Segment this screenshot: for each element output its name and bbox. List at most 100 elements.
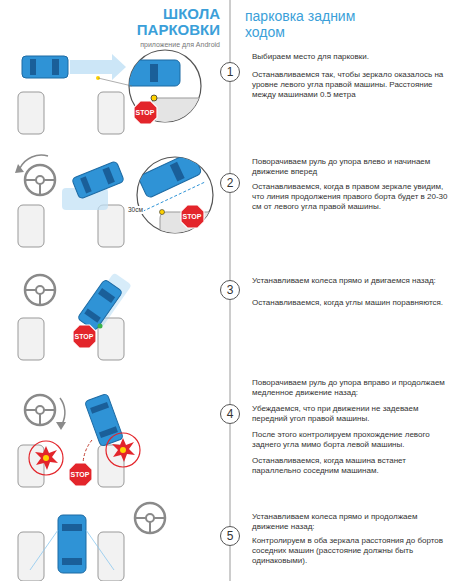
timeline — [230, 546, 231, 581]
rect-shape — [85, 393, 124, 446]
rect-shape — [18, 532, 44, 581]
rect-shape — [52, 59, 59, 75]
circle-shape — [106, 433, 140, 467]
rect-shape — [18, 92, 44, 134]
step-text: После этого контролируем прохождение лев… — [252, 430, 452, 450]
rect-shape — [102, 167, 114, 184]
step-number-circle: 3 — [220, 280, 240, 300]
polygon-shape — [112, 438, 135, 462]
step-text: Устанавливаем колеса прямо и продолжаем … — [252, 512, 452, 532]
step3-scene — [18, 272, 132, 360]
step1-scene — [18, 50, 212, 148]
use-shape — [25, 395, 55, 425]
stop-sign: STOP — [133, 100, 158, 125]
path-shape — [60, 398, 65, 424]
g-shape — [120, 151, 220, 262]
stop-sign: STOP — [72, 324, 97, 349]
step-number: 5 — [227, 529, 234, 543]
rect-shape — [62, 524, 82, 531]
circle-shape — [98, 324, 103, 329]
step-number: 4 — [227, 407, 234, 421]
rect-shape — [18, 205, 44, 247]
g-shape — [72, 161, 125, 199]
title: ШКОЛА ПАРКОВКИ — [115, 6, 220, 38]
rect-shape — [80, 176, 92, 193]
step-text: Останавливаемся, когда в правом зеркале … — [252, 182, 452, 212]
stop-text: STOP — [183, 213, 202, 220]
polygon-shape — [15, 164, 24, 173]
circle-shape — [120, 447, 126, 453]
circle-shape — [29, 441, 63, 475]
step5-scene — [18, 503, 165, 581]
circle-shape — [43, 455, 49, 461]
timeline-connector — [230, 300, 231, 404]
rect-shape — [90, 402, 109, 414]
step-number-circle: 2 — [220, 173, 240, 193]
g-shape — [77, 279, 123, 331]
stop-text: STOP — [75, 333, 94, 340]
step-number-circle: 1 — [220, 62, 240, 82]
rect-shape — [72, 161, 125, 199]
use-shape — [25, 165, 55, 195]
rect-shape — [84, 309, 101, 323]
step-text: Поворачиваем руль до упора вправо и прод… — [252, 378, 452, 398]
subtitle: приложение для Android — [105, 40, 220, 50]
stop-text: STOP — [71, 471, 90, 478]
timeline-connector — [230, 193, 231, 280]
step-text: Устанавливаем колеса прямо и двигаемся н… — [252, 276, 452, 286]
path-shape — [20, 155, 48, 168]
timeline-connector — [230, 82, 231, 173]
line-shape — [86, 530, 114, 570]
g-shape — [138, 151, 203, 198]
rect-shape — [98, 205, 124, 247]
polygon-shape — [70, 54, 126, 80]
rect-shape — [170, 162, 185, 182]
step-text: Выбираем место для парковки. — [252, 52, 452, 62]
timeline-connector — [230, 424, 231, 526]
stop-octagon-fill — [134, 101, 157, 124]
stop-sign: STOP — [180, 204, 205, 229]
step-text: Останавливаемся, когда машина встанет па… — [252, 456, 452, 476]
rect-shape — [18, 318, 44, 360]
rect-shape — [150, 64, 158, 82]
circle-shape — [151, 95, 157, 101]
polygon-shape — [35, 446, 58, 470]
heading: парковка задним ходом — [245, 8, 365, 40]
line-shape — [30, 530, 58, 570]
rect-shape — [152, 98, 212, 148]
stop-octagon-fill — [69, 463, 92, 486]
rect-shape — [98, 532, 124, 581]
line-shape — [98, 78, 132, 86]
rect-shape — [22, 56, 68, 78]
stop-sign: STOP — [68, 462, 93, 487]
rect-shape — [77, 279, 123, 331]
step4-scene — [18, 393, 140, 487]
rect-shape — [138, 151, 203, 198]
stop-octagon-fill — [73, 325, 96, 348]
step-text: Поворачиваем руль до упора влево и начин… — [252, 157, 452, 177]
rect-shape — [118, 60, 180, 86]
line-shape — [120, 182, 205, 222]
step-number: 1 — [227, 65, 234, 79]
rect-shape — [98, 288, 115, 303]
step-text: Контролируем в оба зеркала расстояния до… — [252, 536, 452, 566]
step-number-circle: 4 — [220, 404, 240, 424]
rect-shape — [99, 426, 118, 438]
step-number-circle: 5 — [220, 526, 240, 546]
rect-shape — [62, 558, 82, 565]
rect-shape — [58, 515, 86, 573]
rect-shape — [98, 92, 124, 134]
dimension-label: 30см — [127, 206, 144, 214]
circle-shape — [160, 210, 165, 215]
use-shape — [135, 503, 165, 533]
g-shape — [118, 60, 212, 148]
stop-text: STOP — [136, 109, 155, 116]
rect-shape — [30, 59, 36, 75]
step-text: Останавливаемся так, чтобы зеркало оказа… — [252, 70, 452, 100]
step-number: 3 — [227, 283, 234, 297]
stop-octagon-fill — [181, 205, 204, 228]
use-shape — [25, 275, 55, 305]
polygon-shape — [56, 422, 66, 430]
step2-scene — [15, 151, 220, 262]
step-number: 2 — [227, 176, 234, 190]
